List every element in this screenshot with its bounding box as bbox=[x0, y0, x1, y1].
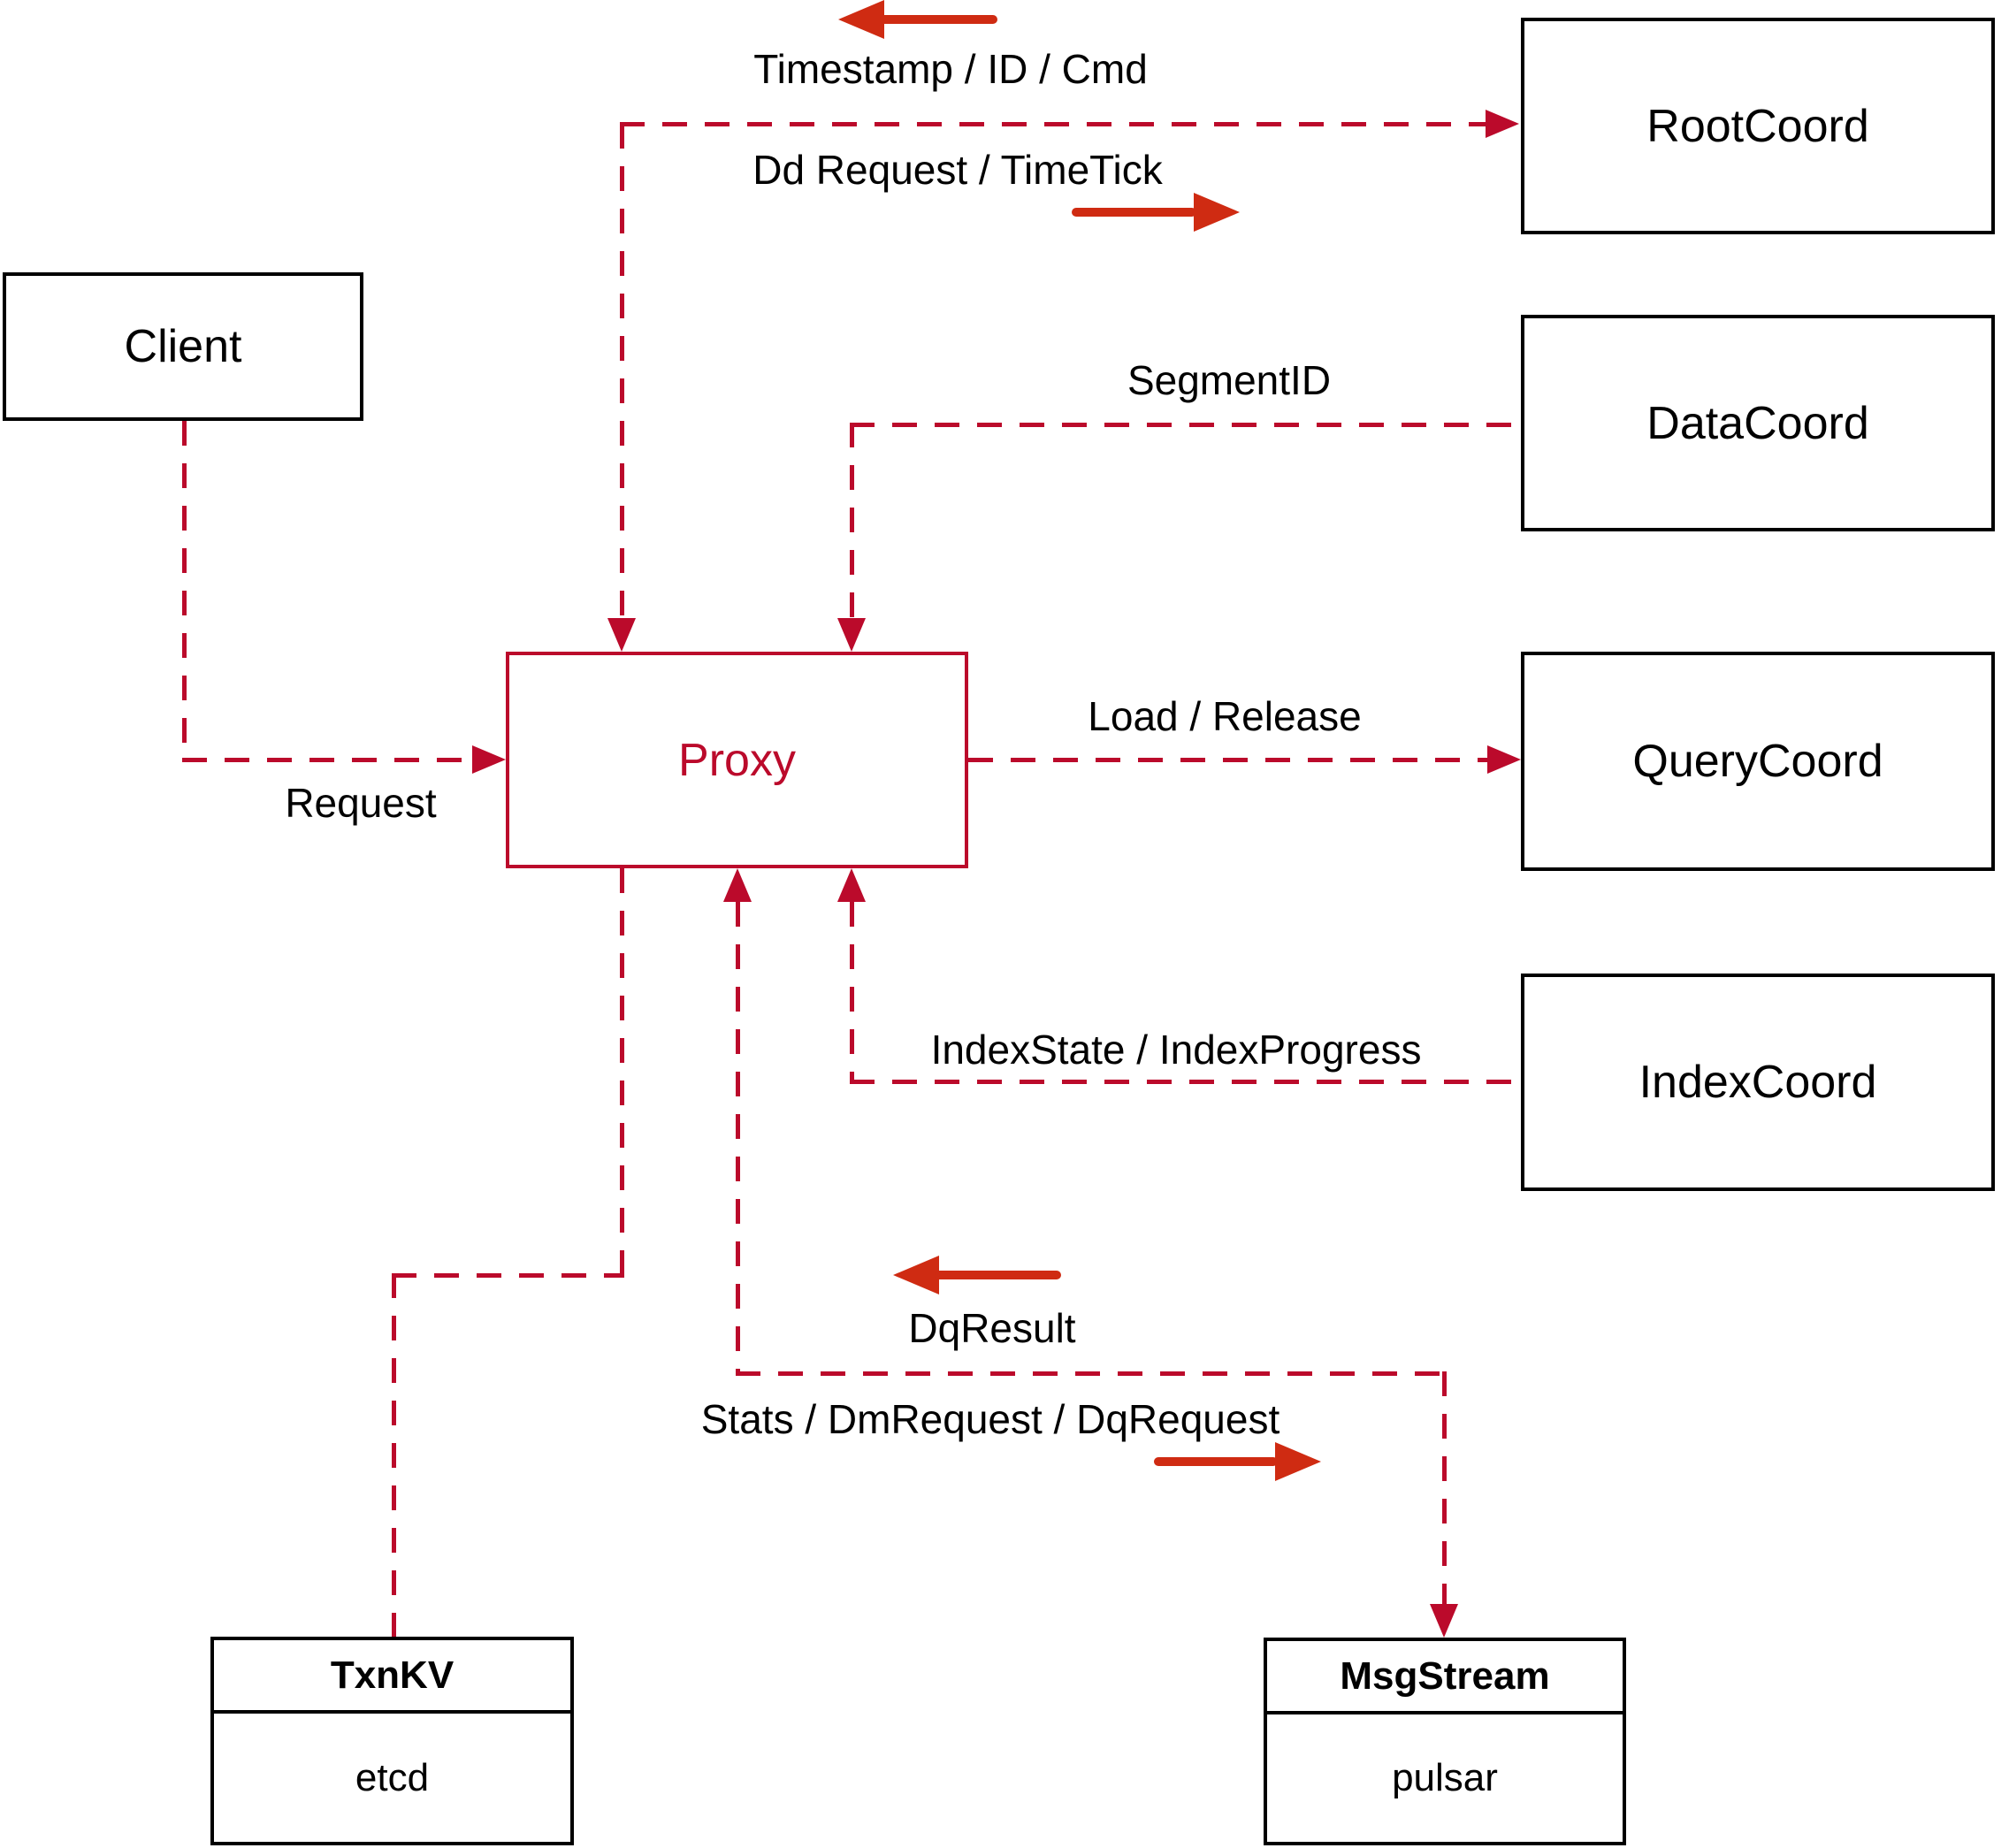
arrowhead-into-proxy-top-right-icon bbox=[837, 618, 866, 652]
edge-proxy-msgstream-vertical-upper bbox=[736, 902, 740, 1373]
edge-proxy-rootcoord-vertical bbox=[620, 124, 624, 618]
arrowhead-into-proxy-bottom-left-icon bbox=[723, 868, 752, 902]
edge-label-dq-result: DqResult bbox=[908, 1305, 1076, 1351]
edge-proxy-msgstream-vertical-lower bbox=[1442, 1371, 1447, 1604]
node-client-label: Client bbox=[124, 321, 242, 372]
direction-arrow-left-dqresult-shaft bbox=[935, 1271, 1061, 1279]
arrowhead-into-querycoord-icon bbox=[1487, 745, 1521, 774]
node-querycoord-label: QueryCoord bbox=[1632, 736, 1883, 787]
arrowhead-into-proxy-bottom-right-icon bbox=[837, 868, 866, 902]
edge-proxy-rootcoord-horizontal bbox=[620, 122, 1486, 126]
edge-client-proxy-horizontal bbox=[182, 758, 472, 762]
edge-indexcoord-proxy-vertical bbox=[850, 902, 854, 1080]
node-indexcoord: IndexCoord bbox=[1521, 974, 1995, 1191]
direction-arrow-right-ddrequest-shaft bbox=[1072, 208, 1196, 217]
arrowhead-into-rootcoord-icon bbox=[1486, 110, 1519, 138]
node-querycoord: QueryCoord bbox=[1521, 652, 1995, 871]
node-indexcoord-label: IndexCoord bbox=[1639, 1057, 1877, 1108]
edge-label-dd-request: Dd Request / TimeTick bbox=[752, 147, 1163, 193]
node-datacoord-label: DataCoord bbox=[1646, 397, 1869, 449]
edge-label-load-release: Load / Release bbox=[1088, 693, 1362, 739]
node-txnkv: TxnKV etcd bbox=[210, 1637, 574, 1845]
node-rootcoord: RootCoord bbox=[1521, 18, 1995, 234]
node-txnkv-impl: etcd bbox=[355, 1755, 430, 1799]
direction-arrow-left-timestamp-shaft bbox=[880, 15, 997, 24]
edge-proxy-txnkv-vertical-lower bbox=[392, 1273, 396, 1637]
arrowhead-into-msgstream-icon bbox=[1430, 1604, 1458, 1638]
node-rootcoord-label: RootCoord bbox=[1646, 100, 1869, 152]
edge-label-segment-id: SegmentID bbox=[1127, 357, 1332, 403]
arrowhead-into-proxy-top-left-icon bbox=[607, 618, 636, 652]
node-msgstream-impl: pulsar bbox=[1392, 1756, 1498, 1799]
edge-proxy-txnkv-vertical-upper bbox=[620, 868, 624, 1275]
direction-arrow-right-ddrequest-icon bbox=[1194, 193, 1240, 232]
edge-datacoord-proxy-horizontal bbox=[850, 423, 1521, 427]
direction-arrow-right-stats-shaft bbox=[1154, 1457, 1278, 1466]
edge-datacoord-proxy-vertical bbox=[850, 423, 854, 618]
arrowhead-into-proxy-left-icon bbox=[472, 745, 506, 774]
node-proxy-label: Proxy bbox=[678, 734, 796, 786]
edge-label-request: Request bbox=[285, 780, 437, 826]
direction-arrow-right-stats-icon bbox=[1275, 1442, 1321, 1481]
node-datacoord: DataCoord bbox=[1521, 315, 1995, 531]
edge-label-timestamp: Timestamp / ID / Cmd bbox=[753, 46, 1148, 92]
edge-label-stats: Stats / DmRequest / DqRequest bbox=[700, 1396, 1280, 1442]
edge-proxy-querycoord-horizontal bbox=[968, 758, 1487, 762]
node-msgstream: MsgStream pulsar bbox=[1264, 1638, 1626, 1845]
node-msgstream-title: MsgStream bbox=[1267, 1641, 1623, 1714]
edge-proxy-msgstream-horizontal bbox=[736, 1371, 1444, 1376]
direction-arrow-left-dqresult-icon bbox=[893, 1256, 939, 1294]
node-proxy: Proxy bbox=[506, 652, 968, 868]
edge-label-index-state: IndexState / IndexProgress bbox=[930, 1027, 1422, 1073]
node-client: Client bbox=[3, 272, 363, 421]
edge-proxy-txnkv-horizontal bbox=[392, 1273, 624, 1278]
direction-arrow-left-timestamp-icon bbox=[838, 0, 884, 39]
edge-indexcoord-proxy-horizontal bbox=[850, 1080, 1521, 1084]
node-txnkv-title: TxnKV bbox=[214, 1640, 570, 1714]
edge-client-proxy-vertical bbox=[182, 421, 187, 760]
